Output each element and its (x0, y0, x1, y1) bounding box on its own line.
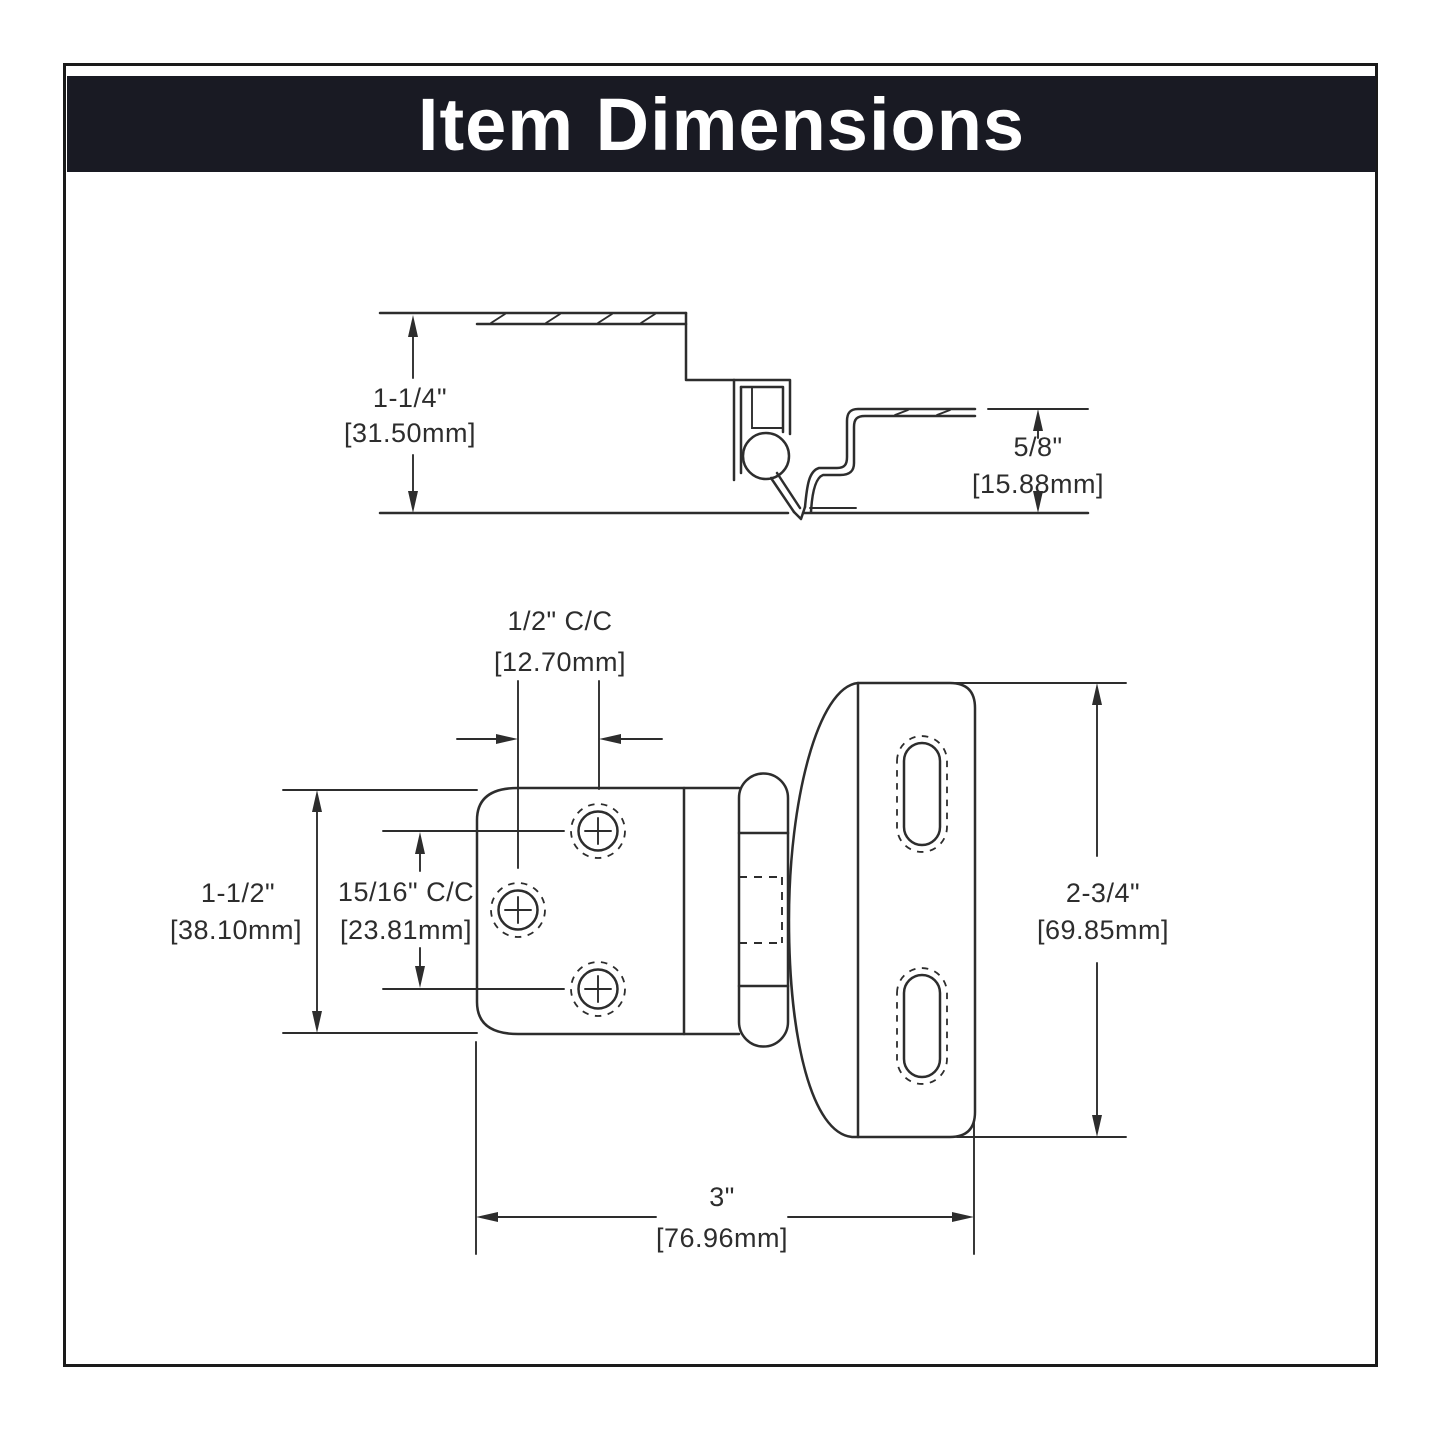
overlay-height-mm-label: [31.50mm] (344, 418, 476, 448)
hinge-ball (741, 431, 791, 481)
page-title: Item Dimensions (417, 82, 1026, 166)
overlay-height-inches-label: 1-1/4" (373, 383, 447, 413)
overlay-height-dimension: 1-1/4" [31.50mm] (344, 315, 476, 513)
hinge-front-view: 1/2" C/C [12.70mm] 1-1/2" [38.10mm] (170, 606, 1169, 1255)
slot-hole-bottom (896, 967, 948, 1085)
door-edge-step (684, 311, 736, 382)
overall-width-mm-label: [76.96mm] (656, 1223, 788, 1253)
title-bar: Item Dimensions (67, 76, 1376, 172)
frame-section-ticks (894, 409, 951, 416)
leaf-height-dimension: 1-1/2" [38.10mm] (170, 789, 478, 1034)
leaf-height-mm-label: [38.10mm] (170, 915, 302, 945)
page-border (63, 63, 1378, 1367)
door-lip (769, 471, 807, 521)
frame-reveal-dimension: 5/8" [15.88mm] (972, 408, 1104, 513)
overall-width-dimension: 3" [76.96mm] (475, 1041, 975, 1255)
leaf-height-inches-label: 1-1/2" (201, 878, 275, 908)
door-wing-outline (787, 681, 977, 1139)
door-wing (787, 681, 977, 1139)
wing-height-mm-label: [69.85mm] (1037, 915, 1169, 945)
frame-reveal-mm-label: [15.88mm] (972, 469, 1104, 499)
screw-hole-top (570, 803, 626, 859)
frame-reveal-inches-label: 5/8" (1013, 432, 1062, 462)
screw-spacing-dimension: 15/16" C/C [23.81mm] (338, 830, 565, 990)
screw-hole-bottom (570, 961, 626, 1017)
frame-leaf-outline (475, 786, 741, 1036)
screw-offset-dimension: 1/2" C/C [12.70mm] (456, 606, 663, 869)
hinge-side-section-view: 1-1/4" [31.50mm] 5/8" [15.88mm] (344, 311, 1104, 521)
screw-hole-middle (490, 882, 546, 938)
frame-wing-profile (803, 407, 977, 514)
screw-offset-inches-label: 1/2" C/C (507, 606, 612, 636)
slot-hole-top (896, 735, 948, 853)
screw-spacing-mm-label: [23.81mm] (340, 915, 472, 945)
wood-section-ticks (490, 313, 656, 324)
wing-height-dimension: 2-3/4" [69.85mm] (951, 682, 1169, 1138)
screw-spacing-inches-label: 15/16" C/C (338, 877, 474, 907)
door-wing-bracket (732, 378, 792, 482)
wing-height-inches-label: 2-3/4" (1066, 878, 1140, 908)
screw-offset-mm-label: [12.70mm] (494, 647, 626, 677)
hinge-knuckle (737, 772, 790, 1048)
overall-width-inches-label: 3" (709, 1182, 735, 1212)
